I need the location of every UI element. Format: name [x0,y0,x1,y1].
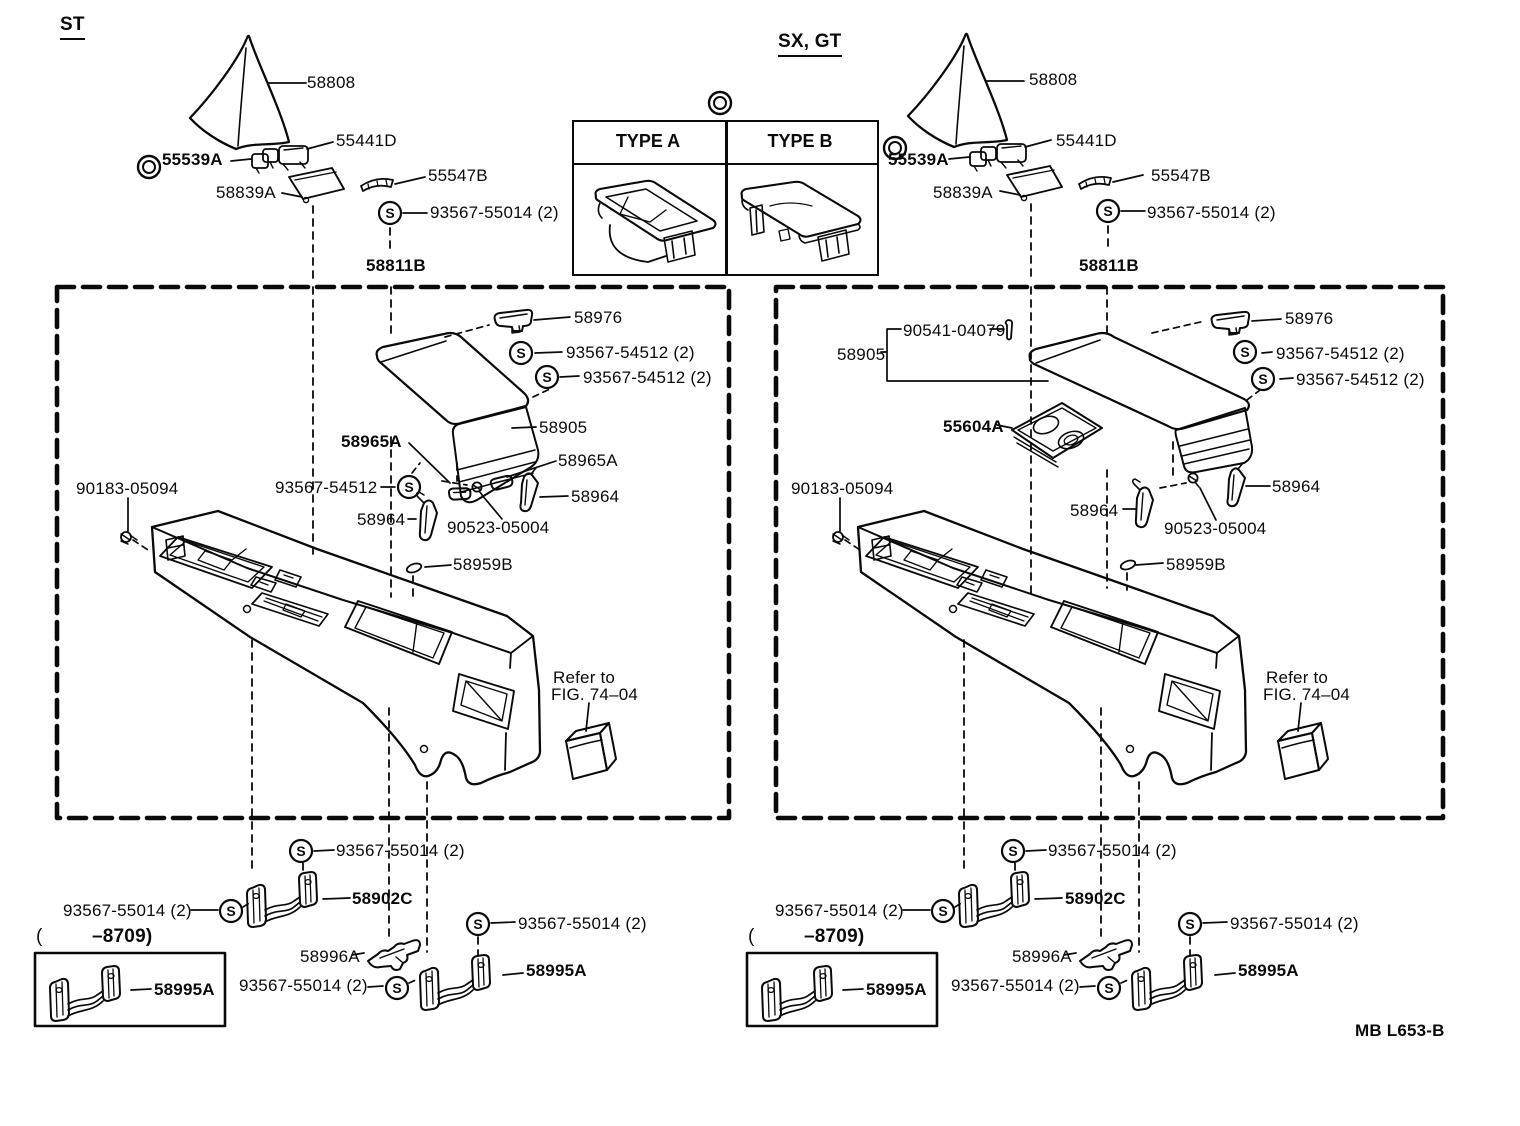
part-label-58995A-right-right: 58995A [1238,961,1299,980]
range-code-right: –8709) [804,926,865,947]
part-label-93567-55014-botleft-top: 93567-55014 (2) [336,841,465,860]
part-label-58808-left: 58808 [307,73,356,92]
svg-text:S: S [1008,843,1017,859]
svg-text:S: S [1185,916,1194,932]
part-label-58964-left-a: 58964 [357,510,406,529]
part-label-55547B-right: 55547B [1151,166,1211,185]
svg-text:S: S [404,479,413,495]
part-label-90541-04079-right: 90541-04079 [903,321,1006,340]
refer-note-right-line1: Refer to [1266,668,1329,687]
type-table [572,120,879,276]
part-label-93567-54512-left-b: 93567-54512 (2) [583,368,712,387]
type-a-lid-drawing [594,179,717,263]
part-label-58839A-right: 58839A [933,183,993,202]
part-label-90523-05004-left: 90523-05004 [447,518,550,537]
part-label-58964-right-a: 58964 [1070,501,1119,520]
armrest-lid-right-drawing [1028,331,1254,474]
part-label-93567-54512-right-b: 93567-54512 (2) [1296,370,1425,389]
part-label-58965A-left-b: 58965A [558,451,618,470]
part-label-58976-right: 58976 [1285,309,1334,328]
svg-text:S: S [1258,371,1267,387]
part-label-58965A-left-a: 58965A [341,432,402,451]
svg-text:S: S [542,369,551,385]
part-label-93567-54512-left-c: 93567-54512 [275,478,378,497]
refer-note-left-line2: FIG. 74–04 [551,685,639,704]
part-label-58839A-left: 58839A [216,183,276,202]
part-label-93567-55014-botleft-left: 93567-55014 (2) [63,901,192,920]
part-label-55547B-left: 55547B [428,166,488,185]
right-variant-frame [773,284,1446,821]
part-label-93567-55014-botright-mid: 93567-55014 (2) [951,976,1080,995]
svg-text:S: S [392,980,401,996]
refer-note-right-line2: FIG. 74–04 [1263,685,1351,704]
part-label-58905-right: 58905 [837,345,886,364]
range-code-left: –8709) [92,926,153,947]
svg-text:S: S [938,903,947,919]
type-b-header: TYPE B [767,131,833,151]
standard-part-symbols: S S S S S S S S S S S S S S S [226,203,1267,996]
part-label-93567-55014-topright: 93567-55014 (2) [1147,203,1276,222]
range-paren-right: ( [748,926,755,947]
part-label-58995A-left-right: 58995A [526,961,587,980]
right-box-callouts [839,286,1329,780]
part-label-93567-55014-botright-top: 93567-55014 (2) [1048,841,1177,860]
part-label-90523-05004-right: 90523-05004 [1164,519,1267,538]
part-label-58964-right-b: 58964 [1272,477,1321,496]
part-label-58902C-left: 58902C [352,889,413,908]
left-variant-frame [54,284,732,821]
part-label-90183-05094-right: 90183-05094 [791,479,894,498]
part-label-90183-05094-left: 90183-05094 [76,479,179,498]
part-label-58959B-left: 58959B [453,555,513,574]
part-label-93567-54512-left-a: 93567-54512 (2) [566,343,695,362]
part-label-93567-55014-botright-right: 93567-55014 (2) [1230,914,1359,933]
figure-code: MB L653-B [1355,1021,1445,1040]
tray-55604A-drawing [1011,402,1103,468]
svg-text:S: S [296,843,305,859]
part-label-58811B-right: 58811B [1079,256,1139,275]
part-label-93567-54512-right-a: 93567-54512 (2) [1276,344,1405,363]
part-label-58995A-leftbox: 58995A [154,980,215,999]
range-paren-left: ( [36,926,43,947]
part-label-58995A-rightbox: 58995A [866,980,927,999]
svg-text:S: S [1103,203,1112,219]
part-label-55604A-right: 55604A [943,417,1004,436]
section-title-st: ST [60,15,85,40]
type-b-lid-drawing [740,180,862,262]
part-label-93567-55014-botright-left: 93567-55014 (2) [775,901,904,920]
svg-text:S: S [516,345,525,361]
type-a-header: TYPE A [615,131,681,151]
svg-text:S: S [226,903,235,919]
part-label-58964-left-b: 58964 [571,487,620,506]
section-title-sx-gt: SX, GT [778,32,842,57]
part-label-93567-55014-topleft: 93567-55014 (2) [430,203,559,222]
left-box-callouts [127,286,617,780]
part-label-55441D-right: 55441D [1056,131,1117,150]
refer-note-left-line1: Refer to [553,668,616,687]
part-label-55539A-right: 55539A [888,150,949,169]
part-label-93567-55014-botleft-mid: 93567-55014 (2) [239,976,368,995]
part-label-58902C-right: 58902C [1065,889,1126,908]
part-label-58811B-left: 58811B [366,256,426,275]
part-label-55539A-left: 55539A [162,150,223,169]
svg-text:S: S [473,916,482,932]
part-label-58976-left: 58976 [574,308,623,327]
part-label-58808-right: 58808 [1029,70,1078,89]
part-label-58996A-left: 58996A [300,947,360,966]
part-label-58996A-right: 58996A [1012,947,1072,966]
svg-text:S: S [385,205,394,221]
part-label-58959B-right: 58959B [1166,555,1226,574]
part-label-58905-left: 58905 [539,418,588,437]
svg-text:S: S [1104,980,1113,996]
part-label-55441D-left: 55441D [336,131,397,150]
svg-text:S: S [1240,344,1249,360]
part-label-93567-55014-botleft-right: 93567-55014 (2) [518,914,647,933]
